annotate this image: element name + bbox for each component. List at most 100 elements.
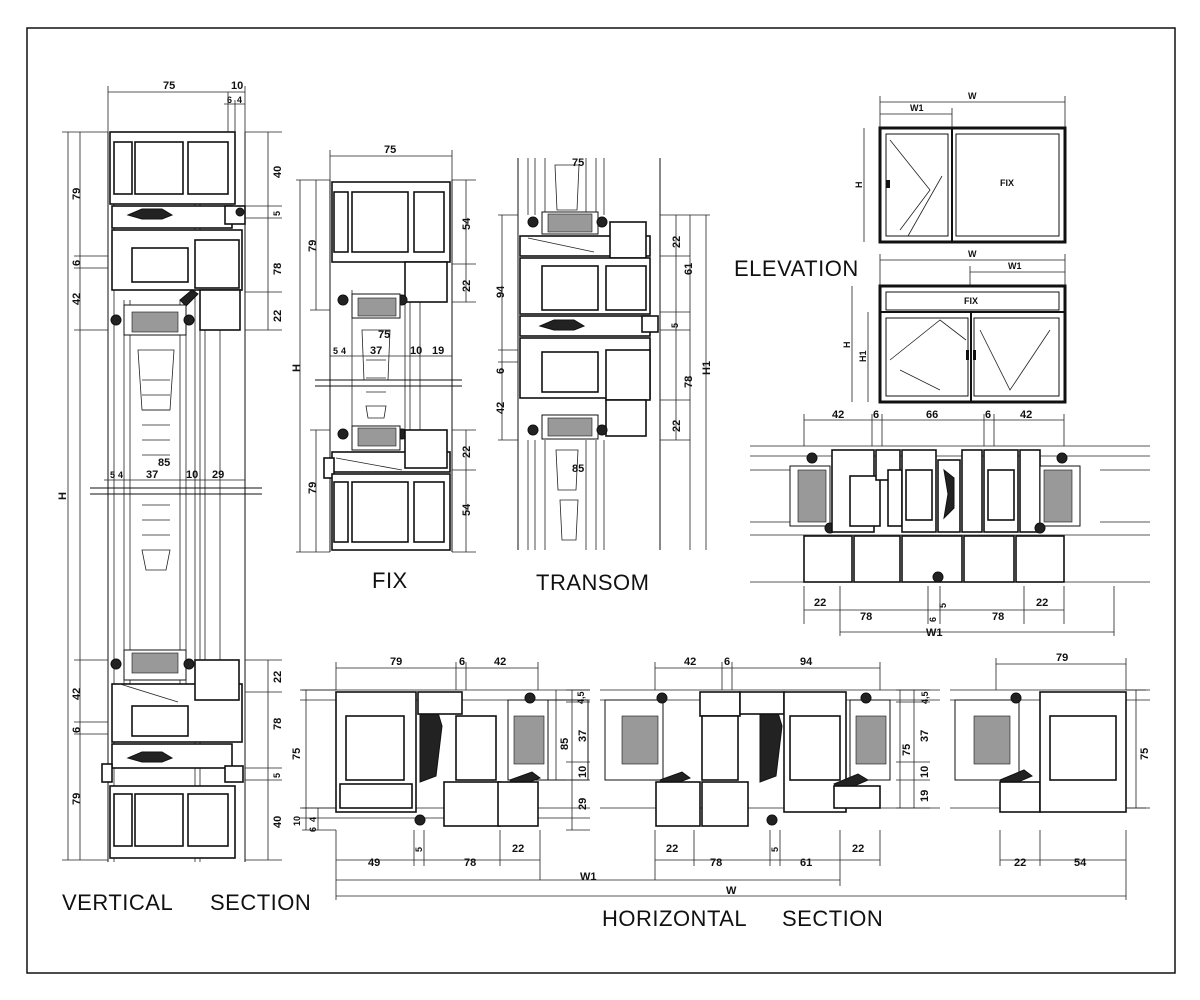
h-dim-75-mid: 75 [901, 744, 913, 756]
h-dim-w: W [726, 885, 737, 897]
dim-22-bottom: 22 [272, 671, 284, 683]
label-section-horizontal: SECTION [782, 906, 883, 931]
h-dim-6-left: 6 [459, 656, 465, 668]
h-dim-10-b: 10 [919, 766, 931, 778]
h-dim-4-left: 4 [308, 817, 318, 822]
h-dim-75-right: 75 [1139, 748, 1151, 760]
h-dim-61: 61 [800, 857, 812, 869]
h-dim-79-right: 79 [1056, 652, 1068, 664]
fix-section-drawing: 75 79 H 79 54 22 22 54 75 5 4 37 10 19 F… [291, 144, 476, 593]
dim-5-mid: 5 [110, 470, 115, 480]
dim-5-top: 5 [272, 211, 282, 216]
label-fix: FIX [372, 568, 408, 593]
dim-5-transom: 5 [670, 323, 680, 328]
h-dim-85: 85 [559, 738, 571, 750]
dim-85-transom: 85 [572, 463, 584, 475]
elev-h-top: H [854, 182, 864, 189]
h-dim-42-left: 42 [494, 656, 506, 668]
h-dim-54: 54 [1074, 857, 1087, 869]
dim-6-transom: 6 [495, 368, 507, 374]
dim-75-transom: 75 [572, 157, 584, 169]
dim-4: 4 [237, 95, 242, 105]
sec-dim-5-bottom: 5 [938, 603, 948, 608]
h-dim-37-b: 37 [919, 730, 931, 742]
dim-10: 10 [231, 80, 243, 92]
dim-22-fix-bottom: 22 [461, 446, 473, 458]
dim-42-bottom: 42 [71, 688, 83, 700]
sec-dim-42-right: 42 [1020, 409, 1032, 421]
h-dim-42-mid: 42 [684, 656, 696, 668]
dim-79-bottom: 79 [71, 793, 83, 805]
sec-dim-66: 66 [926, 409, 938, 421]
transom-section-drawing: 75 85 94 6 42 22 61 5 78 H1 22 TRANSOM [495, 157, 713, 595]
label-elevation: ELEVATION [734, 256, 859, 281]
dim-22-transom-top: 22 [671, 236, 683, 248]
dim-75-fix: 75 [384, 144, 396, 156]
elev-w1-mid: W1 [1008, 261, 1022, 271]
sec-dim-6-bottom: 6 [928, 617, 938, 622]
h-dim-5-a: 5 [414, 847, 424, 852]
h-dim-w1: W1 [580, 871, 597, 883]
dim-29-mid: 29 [212, 469, 224, 481]
dim-4-mid: 4 [118, 470, 123, 480]
dim-85-mid: 85 [158, 457, 170, 469]
dim-37-mid: 37 [146, 469, 158, 481]
dim-54-fix-top: 54 [461, 217, 473, 230]
h-dim-37-a: 37 [577, 730, 589, 742]
dim-h1-transom: H1 [701, 361, 713, 375]
h-dim-49: 49 [368, 857, 380, 869]
dim-61-transom: 61 [683, 263, 695, 275]
sec-dim-6-left: 6 [873, 409, 879, 421]
dim-5-bottom: 5 [272, 773, 282, 778]
sec-dim-w1: W1 [926, 627, 943, 639]
label-transom: TRANSOM [536, 570, 650, 595]
elev-h1-mid: H1 [858, 350, 868, 362]
horizontal-section-drawing: 79 6 42 42 6 94 79 75 10 4 6 4,5 37 [291, 652, 1151, 931]
mullion-section-drawing: 42 6 66 6 42 22 78 6 5 78 22 W1 [750, 409, 1150, 639]
dim-6-top: 6 [71, 260, 83, 266]
dim-10-mid: 10 [186, 469, 198, 481]
dim-78-transom: 78 [683, 376, 695, 388]
dim-6-bottom: 6 [71, 727, 83, 733]
h-dim-94: 94 [800, 656, 813, 668]
dim-22-top: 22 [272, 310, 284, 322]
dim-42-top: 42 [71, 293, 83, 305]
dim-40-bottom: 40 [272, 816, 284, 828]
dim-37-fix: 37 [370, 345, 382, 357]
h-dim-6-left2: 6 [308, 827, 318, 832]
dim-75-fix-mid: 75 [378, 329, 390, 341]
label-vertical: VERTICAL [62, 890, 173, 915]
h-dim-22-a: 22 [512, 843, 524, 855]
dim-75: 75 [163, 80, 175, 92]
sec-dim-42-left: 42 [832, 409, 844, 421]
h-dim-6-mid: 6 [724, 656, 730, 668]
elev-w-top: W [968, 91, 977, 101]
h-dim-29: 29 [577, 798, 589, 810]
vertical-section-drawing: 75 10 6 4 79 6 42 H 42 6 79 40 5 78 22 [57, 80, 311, 915]
elev-fix-1: FIX [1000, 178, 1014, 188]
dim-79-top: 79 [71, 188, 83, 200]
h-dim-45-b: 4,5 [920, 691, 930, 704]
elev-w1-top: W1 [910, 103, 924, 113]
h-dim-22-c: 22 [852, 843, 864, 855]
sec-dim-22-left: 22 [814, 597, 826, 609]
dim-54-fix-bottom: 54 [461, 503, 473, 516]
dim-79-fix-bottom: 79 [307, 482, 319, 494]
elev-fix-2: FIX [964, 296, 978, 306]
dim-h: H [57, 492, 69, 500]
h-dim-22-b: 22 [666, 843, 678, 855]
h-dim-5-b: 5 [770, 847, 780, 852]
dim-78-top: 78 [272, 263, 284, 275]
elev-h-mid: H [842, 342, 852, 349]
sec-dim-22-right: 22 [1036, 597, 1048, 609]
h-dim-79-left: 79 [390, 656, 402, 668]
dim-19-fix: 19 [432, 345, 444, 357]
label-section-vertical: SECTION [210, 890, 311, 915]
elevation-drawing: W W1 H FIX W W1 H H1 FIX [842, 91, 1067, 404]
h-dim-10-left: 10 [292, 816, 302, 826]
dim-10-fix: 10 [410, 345, 422, 357]
h-dim-10-a: 10 [577, 766, 589, 778]
dim-42-transom: 42 [495, 402, 507, 414]
dim-h-fix: H [291, 364, 303, 372]
